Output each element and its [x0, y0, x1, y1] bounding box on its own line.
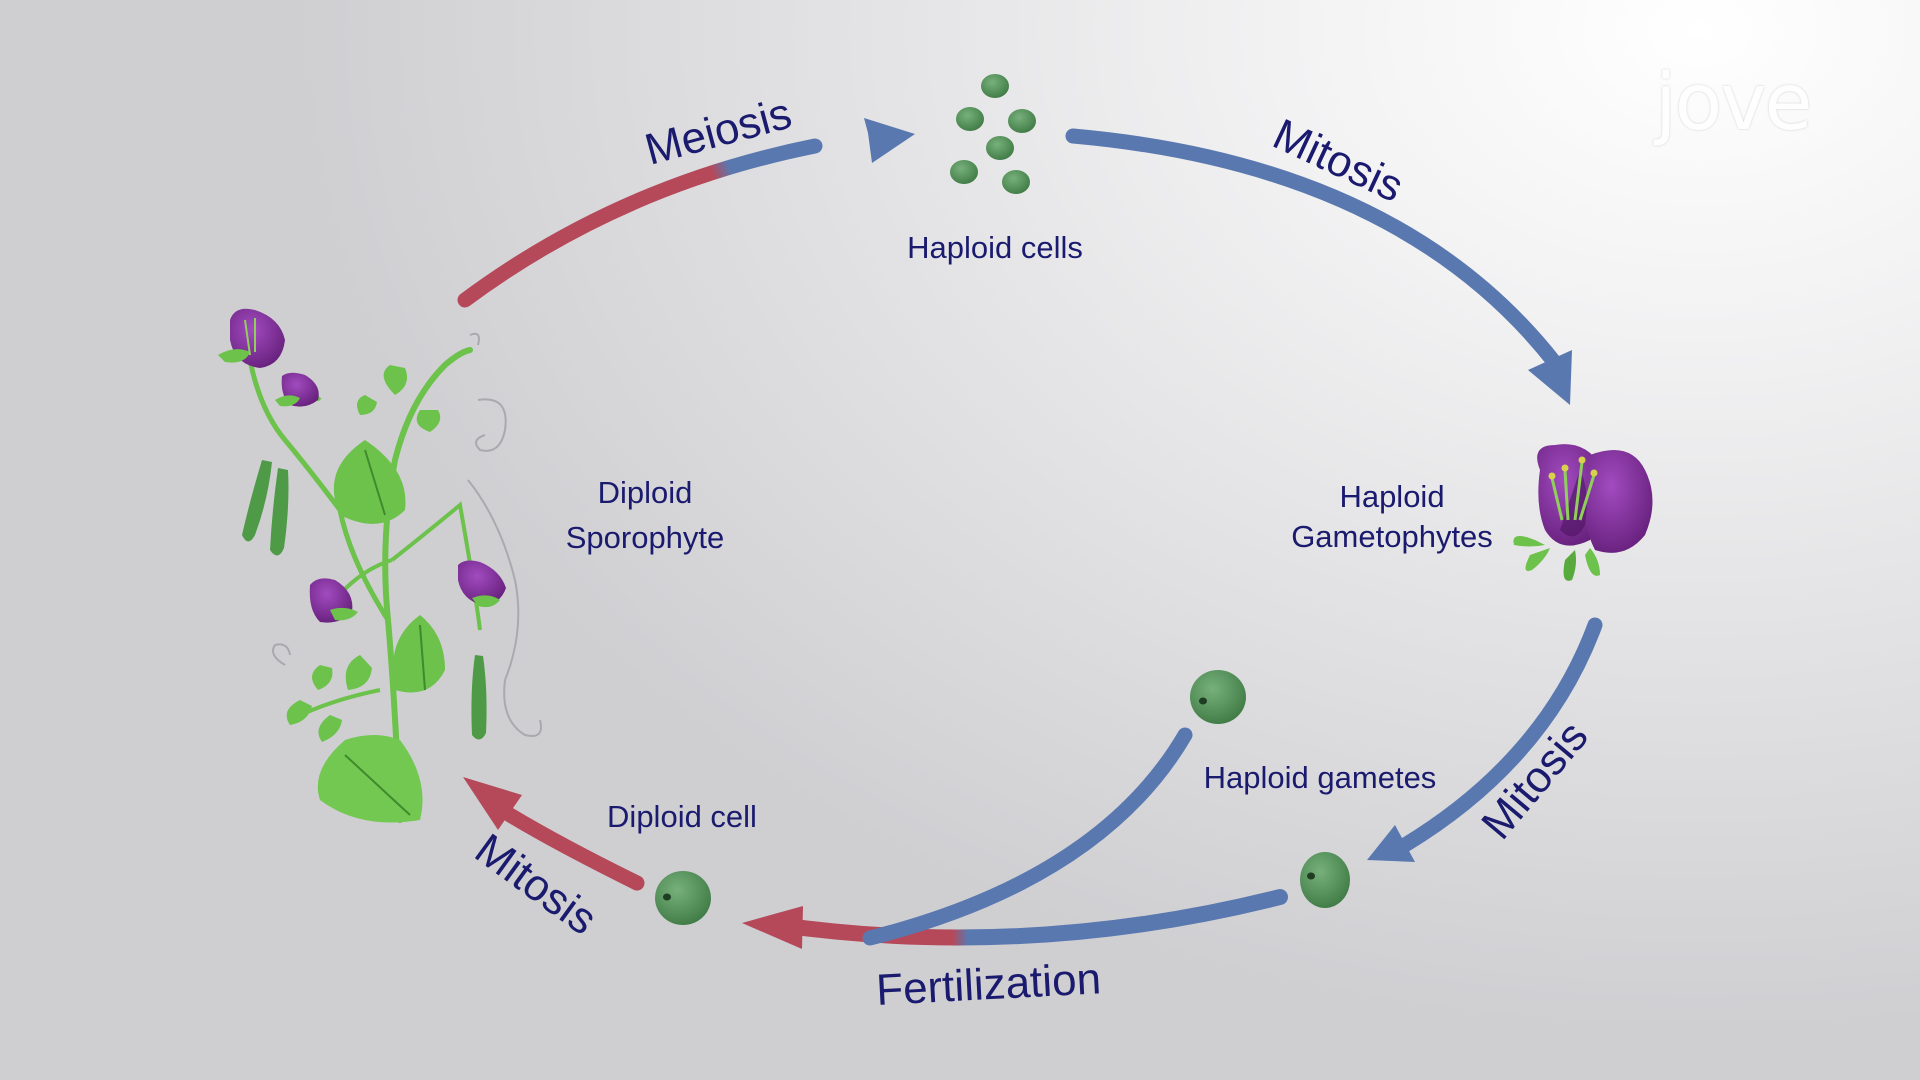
- mitosis-arrow-right: [1367, 617, 1603, 862]
- sporophyte-label: Sporophyte: [566, 520, 725, 555]
- haploid-cells-cluster: [950, 74, 1036, 194]
- gametophyte-flower-icon: [1513, 444, 1653, 581]
- gametophytes-label: Gametophytes: [1291, 519, 1493, 554]
- pea-plant-sporophyte-icon: [218, 308, 542, 823]
- haploid-gametes-label: Haploid gametes: [1204, 760, 1437, 795]
- diploid-cell: [655, 871, 711, 925]
- haploid-label: Haploid: [1339, 479, 1444, 514]
- haploid-gamete-top: [1190, 670, 1246, 724]
- haploid-gamete-bottom: [1300, 852, 1350, 908]
- meiosis-arrow: [457, 118, 915, 308]
- diploid-cell-label: Diploid cell: [607, 799, 757, 834]
- mitosis-arrow-left: [463, 777, 645, 891]
- mitosis-left-label: Mitosis: [466, 824, 606, 944]
- haploid-cells-label: Haploid cells: [907, 230, 1083, 265]
- mitosis-arrow-top: [1065, 128, 1572, 405]
- diploid-label: Diploid: [598, 475, 693, 510]
- fertilization-label: Fertilization: [875, 954, 1102, 1015]
- jove-logo: jove: [1655, 58, 1813, 148]
- fertilization-arrow: [742, 727, 1288, 949]
